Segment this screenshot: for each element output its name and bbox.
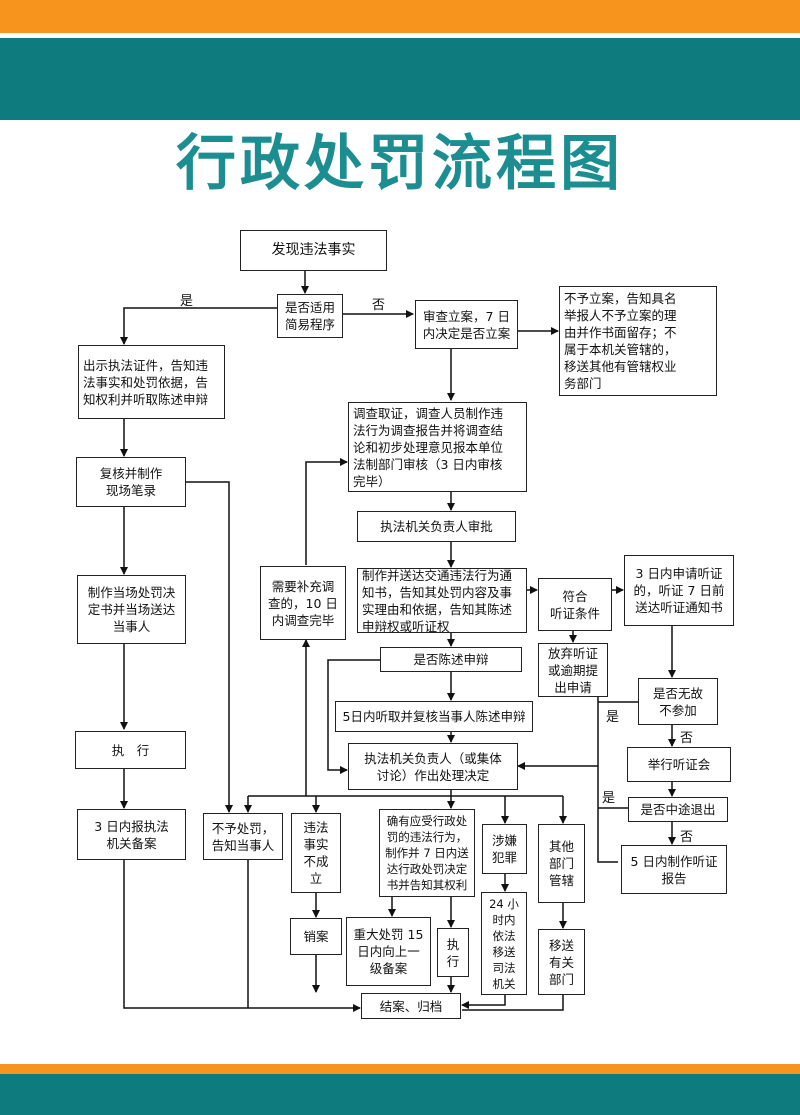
- node-report-5days: 5 日内制作听证 报告: [621, 845, 727, 894]
- node-waive-hearing: 放弃听证 或逾期提 出申请: [538, 643, 608, 697]
- node-major-15days: 重大处罚 15 日内向上一 级备案: [346, 917, 431, 986]
- node-report-3days: 3 日内报执法 机关备案: [77, 809, 186, 860]
- page-title: 行政处罚流程图: [176, 129, 624, 199]
- node-discover: 发现违法事实: [240, 230, 387, 271]
- label-yes-withdraw: 是: [602, 791, 616, 806]
- node-penalize: 确有应受行政处 罚的违法行为， 制作并 7 日内送 达行政处罚决定 书并告知其权…: [379, 809, 475, 897]
- bottom-orange-band: [0, 1064, 800, 1074]
- node-apply-hearing: 3 日内申请听证 的，听证 7 日前 送达听证通知书: [624, 555, 734, 626]
- top-orange-band: [0, 0, 800, 33]
- node-transfer-dept: 移送 有关 部门: [538, 929, 585, 995]
- node-defend: 是否陈述申辩: [380, 647, 522, 672]
- node-supplement: 需要补充调 查的，10 日 内调查完毕: [260, 566, 346, 640]
- node-decide: 执法机关负责人（或集体 讨论）作出处理决定: [348, 743, 518, 790]
- label-no-absent: 否: [680, 731, 694, 746]
- node-execute-left: 执 行: [75, 731, 186, 769]
- node-hold-hearing: 举行听证会: [627, 747, 731, 782]
- node-transfer-24h: 24 小 时内 依法 移送 司法 机关: [481, 892, 527, 995]
- node-onsite-decision: 制作当场处罚决 定书并当场送达 当事人: [77, 575, 186, 644]
- node-not-established: 违法 事实 不成 立: [291, 813, 341, 893]
- label-yes-absent: 是: [606, 710, 620, 725]
- node-review-record: 复核并制作 现场笔录: [76, 457, 186, 507]
- node-no-register: 不予立案，告知具名 举报人不予立案的理 由并作书面留存；不 属于本机关管辖的， …: [559, 286, 717, 396]
- node-simple-procedure: 是否适用 简易程序: [277, 294, 343, 338]
- node-withdraw: 是否中途退出: [628, 797, 728, 822]
- node-no-penalty: 不予处罚， 告知当事人: [203, 813, 283, 860]
- node-close: 结案、归档: [361, 993, 461, 1019]
- node-investigate: 调查取证，调查人员制作违 法行为调查报告并将调查结 论和初步处理意见报本单位 法…: [348, 402, 527, 492]
- node-other-dept: 其他 部门 管辖: [538, 824, 585, 903]
- node-execute-mid: 执 行: [437, 928, 469, 977]
- node-head-approve: 执法机关负责人审批: [357, 511, 516, 542]
- top-teal-band: [0, 38, 800, 120]
- label-no-simple: 否: [372, 298, 386, 313]
- node-cancel: 销案: [290, 918, 342, 955]
- label-no-withdraw: 否: [680, 830, 694, 845]
- node-notice: 制作并送达交通违法行为通 知书，告知其处罚内容及事 实理由和依据，告知其陈述 申…: [357, 568, 527, 634]
- node-register: 审查立案，7 日 内决定是否立案: [415, 300, 518, 349]
- node-hearing-condition: 符合 听证条件: [538, 578, 612, 631]
- node-absent: 是否无故 不参加: [638, 678, 718, 725]
- label-yes-simple: 是: [180, 294, 194, 309]
- bottom-teal-band: [0, 1074, 800, 1115]
- node-crime: 涉嫌 犯罪: [482, 824, 527, 874]
- node-show-cert: 出示执法证件，告知违 法事实和处罚依据，告 知权利并听取陈述申辩: [78, 345, 225, 419]
- node-listen-5days: 5日内听取并复核当事人陈述申辩: [335, 701, 533, 732]
